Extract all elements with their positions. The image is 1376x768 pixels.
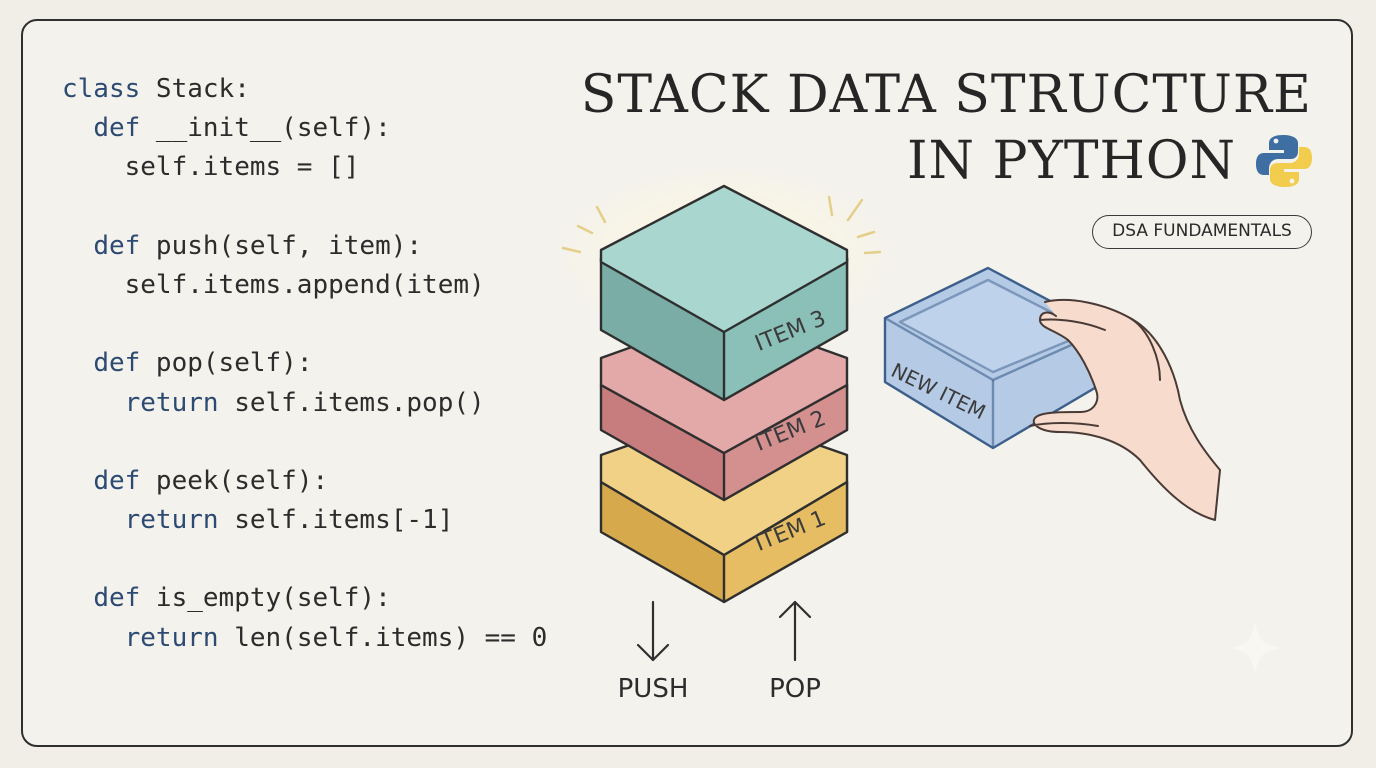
code-text: self.items.pop() [218, 387, 485, 418]
code-text: self.items.append(item) [124, 269, 485, 300]
code-line-7: return self.items.pop() [62, 384, 547, 423]
topic-badge: DSA FUNDAMENTALS [1092, 215, 1312, 249]
page-title: STACK DATA STRUCTURE IN PYTHON [581, 62, 1312, 194]
code-keyword: return [124, 622, 219, 653]
code-text: Stack: [140, 74, 250, 104]
code-line-11: return len(self.items) == 0 [62, 619, 548, 658]
code-keyword: def [93, 230, 141, 261]
code-keyword: def [93, 583, 141, 614]
title-line-1: STACK DATA STRUCTURE [580, 65, 1312, 125]
code-text: self.items[-1] [218, 505, 454, 536]
code-keyword: return [124, 387, 219, 418]
code-keyword: return [124, 505, 219, 536]
title-line-2: IN PYTHON [581, 128, 1312, 194]
arrow-up-icon [778, 600, 812, 662]
code-keyword: class [62, 74, 141, 104]
python-logo-icon [1256, 135, 1312, 187]
code-line-8: def peek(self): [62, 462, 547, 501]
code-text: peek(self): [140, 465, 329, 496]
code-keyword: def [93, 348, 141, 379]
code-line-3: self.items = [] [62, 148, 547, 187]
code-line-10: def is_empty(self): [62, 579, 547, 618]
stack-item-3 [599, 184, 849, 402]
code-text: self.items = [] [124, 152, 360, 183]
code-line-9: return self.items[-1] [62, 501, 547, 540]
code-text: __init__(self): [140, 113, 391, 144]
code-line-5: self.items.append(item) [62, 266, 547, 305]
title-line-2-text: IN PYTHON [906, 131, 1236, 191]
code-line-6: def pop(self): [62, 344, 547, 383]
code-line-4: def push(self, item): [62, 227, 547, 266]
glow-rays [561, 195, 882, 255]
code-keyword: def [93, 113, 141, 144]
sparkle-icon [1228, 620, 1282, 676]
code-block: class Stack: def __init__(self): self.it… [62, 70, 547, 658]
code-text: len(self.items) == 0 [218, 622, 548, 653]
code-text: is_empty(self): [140, 583, 391, 614]
arrow-down-icon [636, 600, 670, 662]
code-text: push(self, item): [140, 230, 423, 261]
pop-label: POP [769, 674, 821, 704]
code-keyword: def [93, 465, 141, 496]
hand-icon [1029, 299, 1221, 521]
code-text: pop(self): [140, 348, 313, 379]
code-line-1: class Stack: [62, 70, 547, 109]
code-line-2: def __init__(self): [62, 109, 547, 148]
push-label: PUSH [617, 674, 689, 704]
